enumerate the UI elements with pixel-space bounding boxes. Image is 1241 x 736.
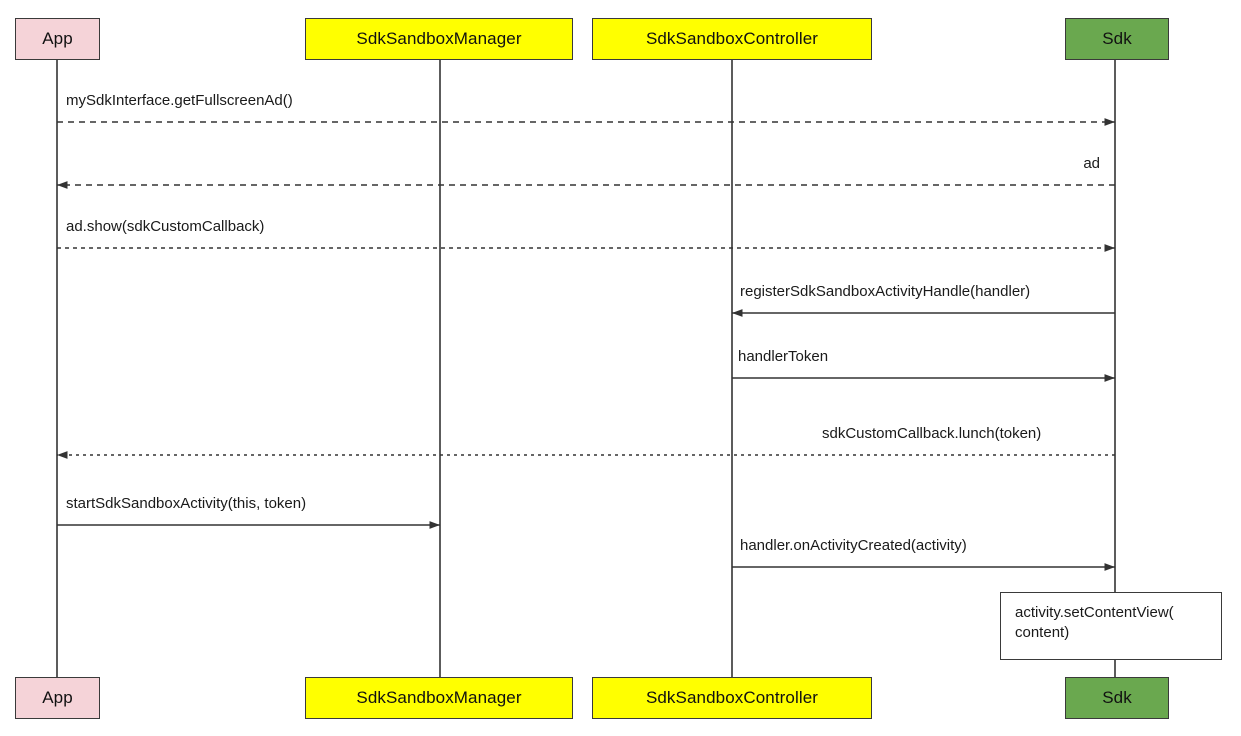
message-text: mySdkInterface.getFullscreenAd() bbox=[66, 92, 293, 109]
message-label-register-activity-handle: registerSdkSandboxActivityHandle(handler… bbox=[740, 283, 1030, 300]
message-label-start-sandbox-activity: startSdkSandboxActivity(this, token) bbox=[66, 495, 306, 512]
message-label-handler-token: handlerToken bbox=[738, 348, 828, 365]
message-text: ad.show(sdkCustomCallback) bbox=[66, 218, 265, 235]
lifeline-header-controller-label: SdkSandboxController bbox=[645, 29, 819, 48]
message-label-on-activity-created: handler.onActivityCreated(activity) bbox=[740, 537, 967, 554]
note-line-1: activity.setContentView( bbox=[1015, 604, 1174, 621]
note-line-2: content) bbox=[1015, 624, 1070, 642]
message-label-ad: ad bbox=[920, 155, 1100, 172]
lifeline-header-manager[interactable]: SdkSandboxManager bbox=[305, 18, 573, 60]
message-text: registerSdkSandboxActivityHandle(handler… bbox=[740, 283, 1031, 300]
lifeline-lines bbox=[56, 60, 1116, 677]
message-text: handler.onActivityCreated(activity) bbox=[740, 537, 967, 554]
lifeline-footer-app[interactable]: App bbox=[15, 677, 100, 719]
message-label-ad-show: ad.show(sdkCustomCallback) bbox=[66, 218, 264, 235]
lifeline-header-manager-label: SdkSandboxManager bbox=[356, 29, 522, 48]
lifeline-footer-controller-label: SdkSandboxController bbox=[645, 688, 819, 707]
lifeline-footer-controller[interactable]: SdkSandboxController bbox=[592, 677, 872, 719]
lifeline-footer-manager-label: SdkSandboxManager bbox=[356, 688, 522, 707]
lifeline-footer-app-label: App bbox=[42, 688, 73, 707]
message-arrows bbox=[57, 118, 1115, 571]
message-text: sdkCustomCallback.lunch(token) bbox=[822, 425, 1042, 442]
lifeline-header-app[interactable]: App bbox=[15, 18, 100, 60]
message-label-get-fullscreen-ad: mySdkInterface.getFullscreenAd() bbox=[66, 92, 293, 109]
message-label-custom-callback-lunch: sdkCustomCallback.lunch(token) bbox=[822, 425, 1041, 442]
lifeline-header-app-label: App bbox=[42, 29, 73, 48]
lifeline-footer-sdk[interactable]: Sdk bbox=[1065, 677, 1169, 719]
message-text: startSdkSandboxActivity(this, token) bbox=[66, 495, 307, 512]
note-set-content-view: activity.setContentView( content) bbox=[1000, 592, 1222, 660]
lifeline-footer-manager[interactable]: SdkSandboxManager bbox=[305, 677, 573, 719]
message-text: ad bbox=[1083, 155, 1100, 172]
lifeline-footer-sdk-label: Sdk bbox=[1102, 688, 1132, 707]
lifeline-header-sdk[interactable]: Sdk bbox=[1065, 18, 1169, 60]
lifeline-header-sdk-label: Sdk bbox=[1102, 29, 1132, 48]
message-text: handlerToken bbox=[738, 348, 829, 365]
lifeline-header-controller[interactable]: SdkSandboxController bbox=[592, 18, 872, 60]
